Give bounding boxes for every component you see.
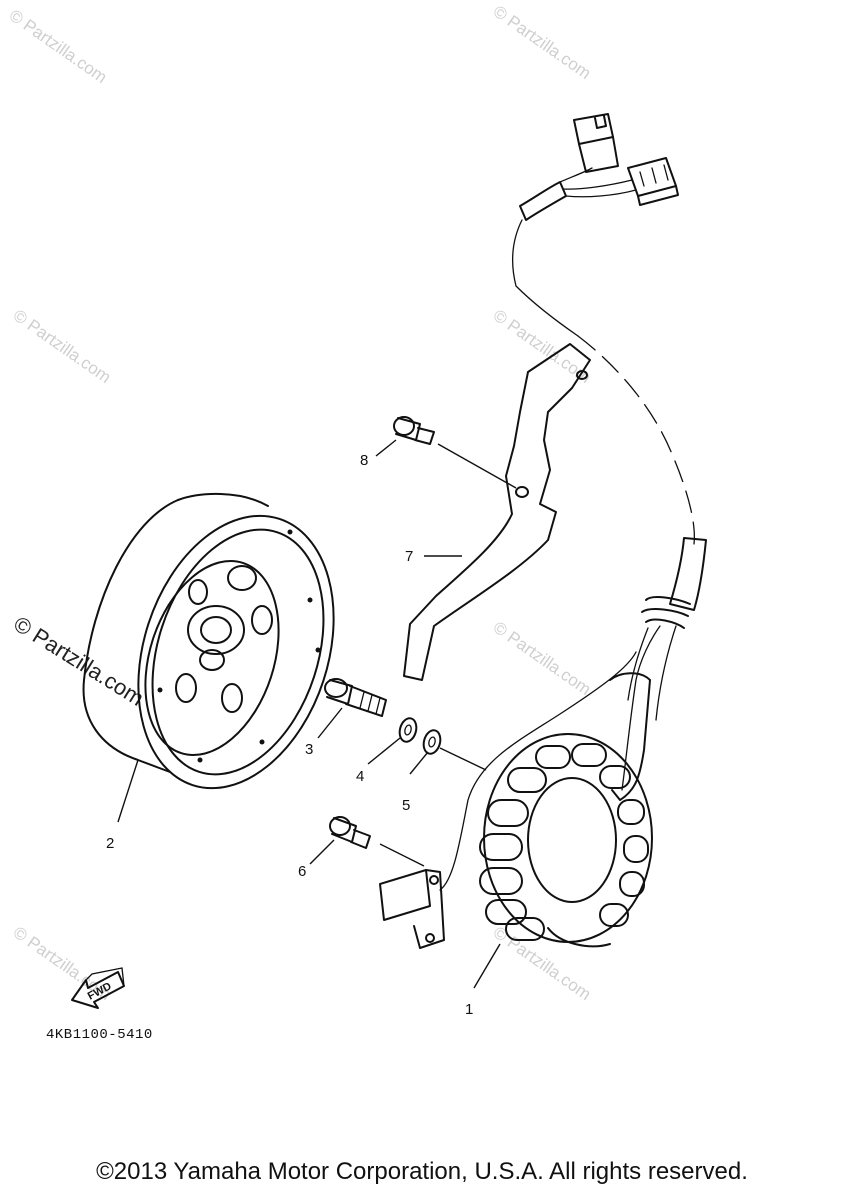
watermark-5: © Partzilla.com [490,618,595,699]
watermark-4: © Partzilla.com [490,306,595,387]
washer-part-4 [398,717,418,743]
stator-coil-assembly [479,537,707,948]
bolt-part-3 [324,678,387,717]
callout-2: 2 [106,835,114,852]
callout-1: 1 [465,1001,473,1018]
copyright-notice: ©2013 Yamaha Motor Corporation, U.S.A. A… [96,1158,748,1185]
washer-part-5 [422,729,442,755]
callout-6: 6 [298,863,306,880]
part-code: 4KB1100-5410 [46,1027,153,1043]
screw-part-8 [393,416,435,445]
callout-8: 8 [360,452,368,469]
watermark-main: © Partzilla.com [9,611,148,711]
callout-3: 3 [305,741,313,758]
watermark-2: © Partzilla.com [490,2,595,83]
screw-part-6 [329,816,371,849]
watermark-1: © Partzilla.com [6,6,111,87]
bracket-part-7 [403,343,591,681]
callout-5: 5 [402,797,410,814]
callouts: 1 2 3 4 5 6 7 8 [106,452,473,1018]
callout-4: 4 [356,768,364,785]
wire-connectors [512,113,696,545]
flywheel-rotor [82,493,335,790]
callout-7: 7 [405,548,413,565]
leader-lines [117,439,517,989]
watermark-3: © Partzilla.com [10,306,115,387]
watermarks: © Partzilla.com © Partzilla.com © Partzi… [6,2,595,1004]
